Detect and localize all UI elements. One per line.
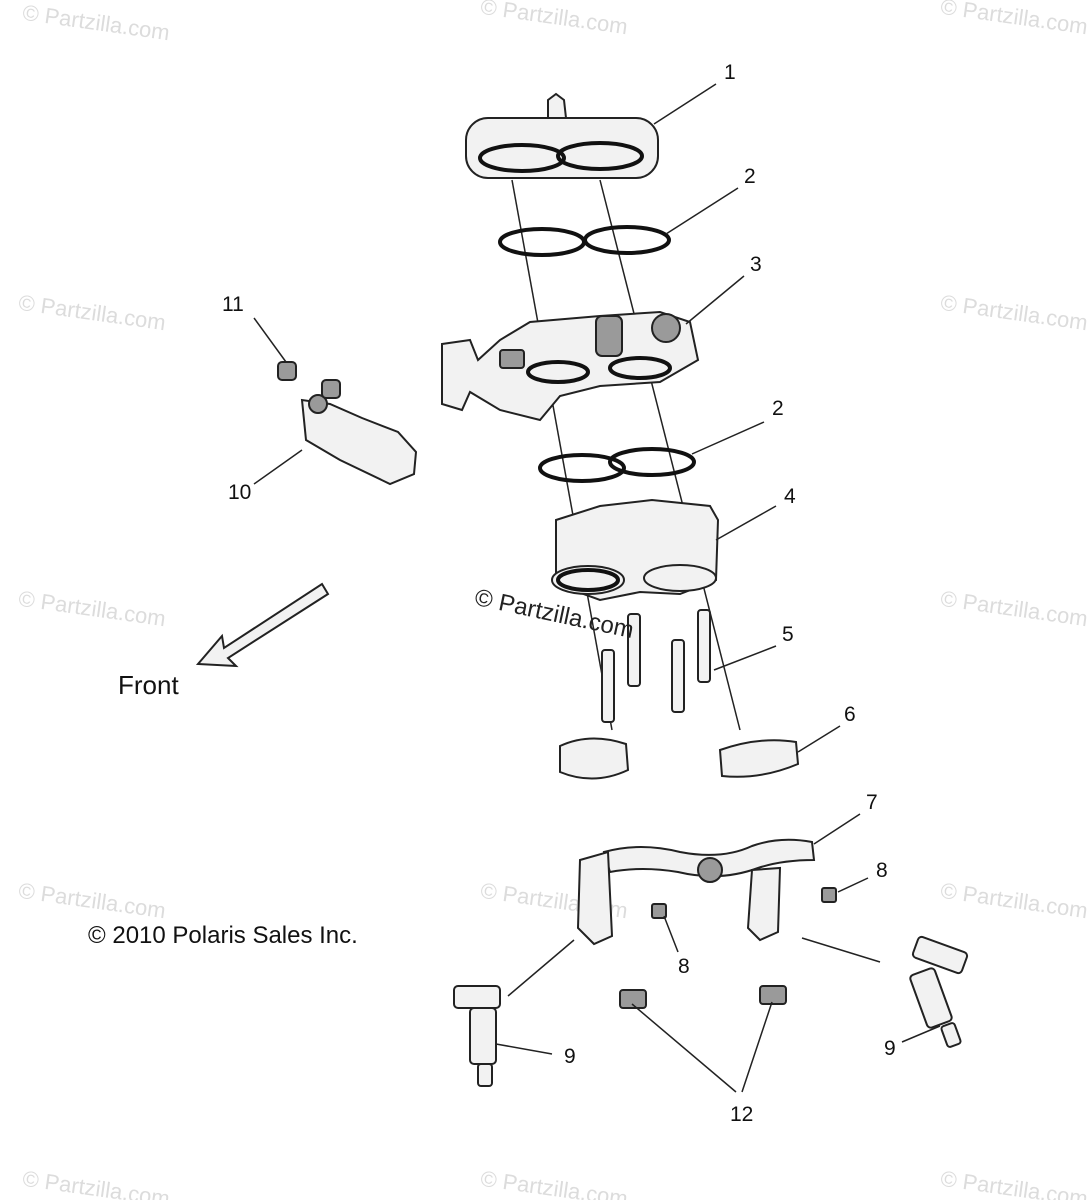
- callout-12: 12: [730, 1103, 754, 1126]
- callout-7: 7: [866, 791, 878, 814]
- callout-1: 1: [724, 61, 736, 84]
- screw-pair: [651, 887, 837, 919]
- bracket-part: [300, 394, 418, 486]
- alignment-line: [599, 179, 741, 731]
- fuel-rail-part: [576, 838, 816, 946]
- fuel-injector-right: [909, 935, 969, 1048]
- callout-9: 9: [564, 1045, 576, 1068]
- callout-4: 4: [784, 485, 796, 508]
- callout-5: 5: [782, 623, 794, 646]
- o-ring-pair-lower: [538, 447, 696, 483]
- front-direction-arrow: [195, 582, 330, 668]
- callout-11: 11: [222, 293, 244, 316]
- intake-boot-part: [551, 498, 720, 602]
- front-label: Front: [118, 670, 179, 700]
- hose-clamp-pair: [559, 737, 800, 780]
- nut-pair: [277, 361, 341, 399]
- callout-2: 2: [772, 397, 784, 420]
- callout-10: 10: [228, 481, 252, 504]
- o-ring-pair-upper: [498, 225, 671, 257]
- callout-8: 8: [678, 955, 690, 978]
- intake-adapter-part: [465, 92, 659, 179]
- callout-6: 6: [844, 703, 856, 726]
- fuel-injector-left: [453, 985, 501, 1087]
- leader-lines: [253, 83, 941, 1093]
- callout-8: 8: [876, 859, 888, 882]
- bolt-set: [601, 609, 711, 723]
- callout-9: 9: [884, 1037, 896, 1060]
- throttle-body-part: [441, 310, 700, 422]
- retaining-clip-pair: [619, 985, 787, 1009]
- callout-3: 3: [750, 253, 762, 276]
- callout-2: 2: [744, 165, 756, 188]
- copyright-notice: © 2010 Polaris Sales Inc.: [88, 922, 358, 949]
